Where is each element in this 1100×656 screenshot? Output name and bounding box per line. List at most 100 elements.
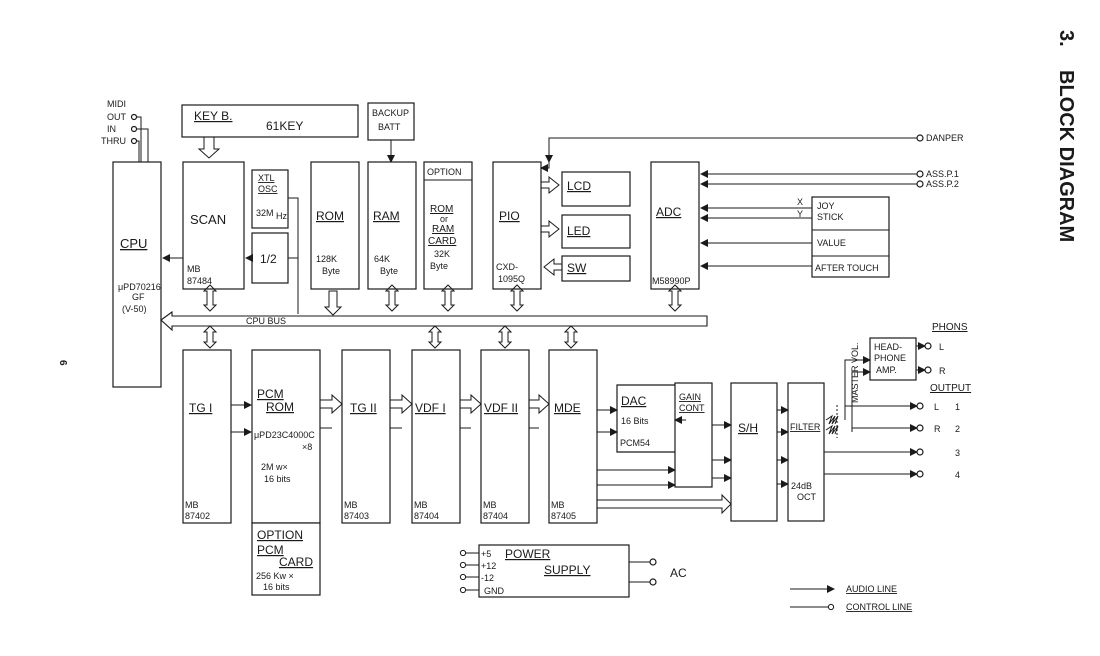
tg2-part1: MB <box>344 500 358 510</box>
option-card-l4: CARD <box>428 236 456 247</box>
output-2: 2 <box>955 424 960 434</box>
assp2-connection: ASS.P.2 <box>700 179 959 189</box>
vdf2-block: VDF II MB 87404 <box>480 349 530 524</box>
gain-l1: GAIN <box>679 392 701 402</box>
ram-size2: Byte <box>380 266 398 276</box>
vdf1-part1: MB <box>414 500 428 510</box>
scan-part2: 87484 <box>187 276 212 286</box>
legend-control: CONTROL LINE <box>846 602 912 612</box>
xtl-freq: 32M <box>256 208 274 218</box>
bus-stubs-bottom <box>202 325 579 349</box>
pio-block: PIO CXD- 1095Q <box>492 161 542 290</box>
tg2-block: TG II MB 87403 <box>341 349 391 524</box>
pcm-rom-block: PCM ROM μPD23C4000C ×8 2M w× 16 bits <box>251 349 321 524</box>
rom-name: ROM <box>316 209 344 223</box>
bus-stubs-top <box>202 284 683 316</box>
adc-part: M58990P <box>652 276 691 286</box>
dac-name: DAC <box>621 394 647 408</box>
sh-label: S/H <box>738 421 758 435</box>
rom-size1: 128K <box>316 254 337 264</box>
vdf1-name: VDF I <box>415 401 446 415</box>
xtl-line1: XTL <box>258 173 275 183</box>
power-v1: +5 <box>481 549 491 559</box>
cpu-part1: μPD70216 <box>118 282 161 292</box>
sample-hold-block: S/H <box>730 382 778 522</box>
midi-label: MIDI <box>107 99 126 109</box>
cpu-name: CPU <box>120 236 147 251</box>
tg1-block: TG I MB 87402 <box>182 349 232 524</box>
phons-r: R <box>939 366 946 376</box>
danper-connection: DANPER <box>540 133 964 172</box>
led-label: LED <box>567 224 591 238</box>
tg1-part2: 87402 <box>185 511 210 521</box>
ram-block: RAM 64K Byte <box>367 161 417 290</box>
ac-label: AC <box>670 566 687 580</box>
midi-thru-label: THRU <box>101 136 126 146</box>
pio-name: PIO <box>499 209 520 223</box>
lcd-label: LCD <box>567 179 591 193</box>
pcm-rom-size2: 16 bits <box>264 474 291 484</box>
dac-part: PCM54 <box>620 438 650 448</box>
led-block: LED <box>541 214 631 249</box>
midi-ports: MIDI OUT IN THRU <box>101 99 149 162</box>
power-name1: POWER <box>505 547 551 561</box>
phons-l: L <box>939 342 944 352</box>
legend-audio: AUDIO LINE <box>846 584 897 594</box>
joy-label-1: JOY <box>817 201 835 211</box>
output-4: 4 <box>955 470 960 480</box>
vdf1-block: VDF I MB 87404 <box>411 349 461 524</box>
phones-output: PHONS L R <box>916 322 968 376</box>
option-card-block: OPTION ROM or RAM CARD 32K Byte <box>423 161 473 290</box>
master-vol-label: MASTER VOL. <box>850 342 860 403</box>
master-volume: MASTER VOL. <box>825 342 860 438</box>
pcm-rom-mult: ×8 <box>302 442 312 452</box>
power-name2: SUPPLY <box>544 563 590 577</box>
headphone-l1: HEAD- <box>874 342 902 352</box>
tg2-name: TG II <box>350 401 377 415</box>
xtl-line2: OSC <box>258 184 278 194</box>
sw-block: SW <box>543 255 631 282</box>
option-pcm-l2: CARD <box>279 555 313 569</box>
headphone-l3: AMP. <box>876 365 897 375</box>
divider-label: 1/2 <box>260 252 277 266</box>
output-1: 1 <box>955 402 960 412</box>
mde-block: MDE MB 87405 <box>548 349 598 524</box>
pcm-rom-size1: 2M w× <box>261 462 288 472</box>
joy-y-label: Y <box>797 209 803 219</box>
keyboard-block: KEY B. 61KEY <box>181 104 359 159</box>
ram-size1: 64K <box>374 254 390 264</box>
dac-bits: 16 Bits <box>621 416 649 426</box>
title-number: 3. <box>1055 30 1077 47</box>
mde-part1: MB <box>551 500 565 510</box>
option-pcm-card-block: OPTION PCM CARD 256 Kw × 16 bits <box>251 522 321 596</box>
option-pcm-size2: 16 bits <box>263 582 290 592</box>
tg2-part2: 87403 <box>344 511 369 521</box>
tg1-name: TG I <box>189 401 212 415</box>
pcm-rom-part: μPD23C4000C <box>254 430 315 440</box>
controllers-panel: JOY STICK VALUE AFTER TOUCH X Y <box>700 196 890 278</box>
rom-block: ROM 128K Byte <box>310 161 360 290</box>
assp1-label: ASS.P.1 <box>926 169 959 179</box>
headphone-l2: PHONE <box>874 353 906 363</box>
after-touch-label: AFTER TOUCH <box>815 263 879 273</box>
vdf2-name: VDF II <box>484 401 518 415</box>
option-card-l2: or <box>440 214 448 224</box>
filter-l2: OCT <box>797 492 817 502</box>
pio-part2: 1095Q <box>498 274 525 284</box>
midi-out-label: OUT <box>107 112 127 122</box>
backup-battery-block: BACKUP BATT <box>367 102 415 163</box>
data-arrows <box>320 393 550 429</box>
output-l: L <box>934 402 939 412</box>
joy-label-2: STICK <box>817 212 844 222</box>
scan-part1: MB <box>187 264 201 274</box>
output-3: 3 <box>955 448 960 458</box>
phons-label: PHONS <box>932 322 968 333</box>
dac-block: DAC 16 Bits PCM54 <box>616 384 687 453</box>
mde-name: MDE <box>554 401 581 415</box>
pio-part1: CXD- <box>496 262 518 272</box>
filter-block: FILTER 24dB OCT <box>787 382 825 522</box>
midi-out-jack <box>130 113 138 121</box>
power-v2: +12 <box>481 561 496 571</box>
keyboard-name: KEY B. <box>194 109 232 123</box>
vdf1-part2: 87404 <box>414 511 439 521</box>
